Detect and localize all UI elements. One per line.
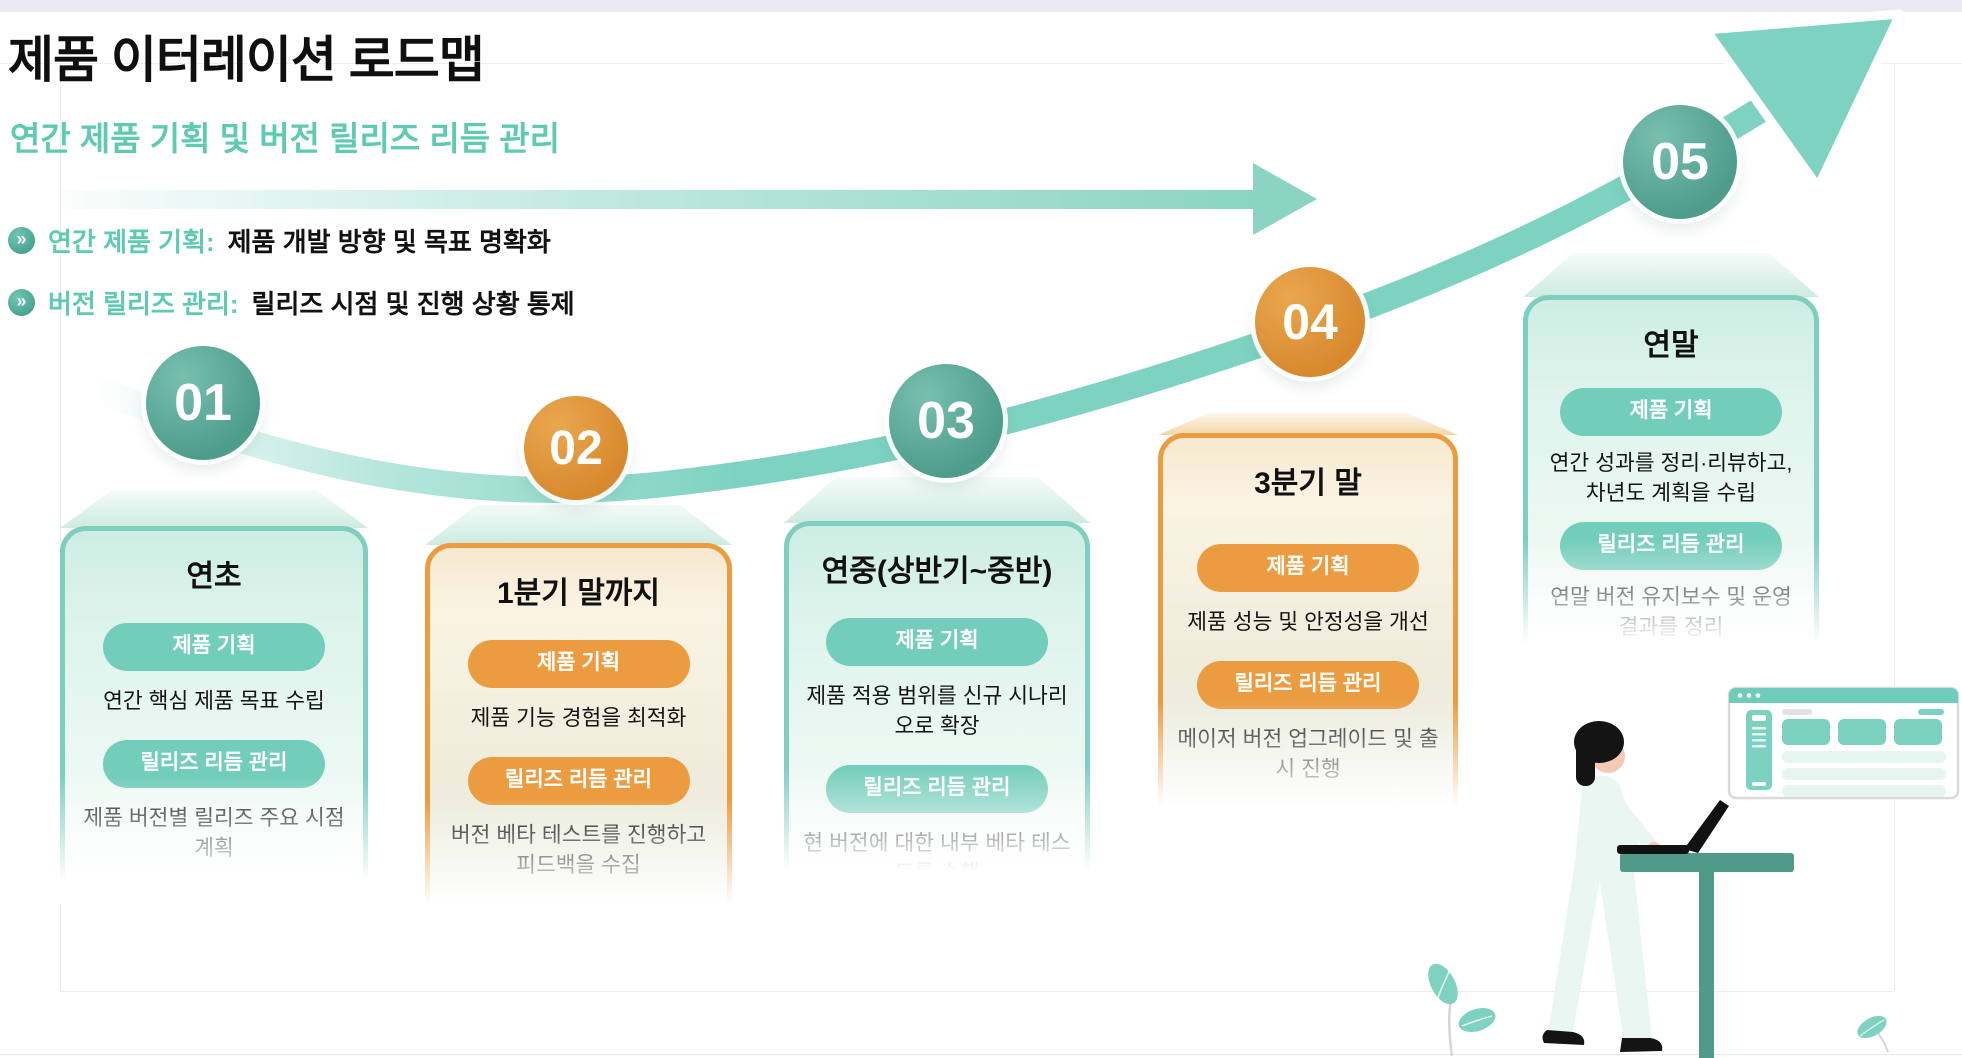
legend-text: 제품 개발 방향 및 목표 명확화: [227, 227, 551, 257]
tag-label: 릴리즈 리듬 관리: [1234, 671, 1382, 695]
legend-item-planning: » 연간 제품 기획: 제품 개발 방향 및 목표 명확화: [8, 222, 551, 259]
tag-pill-release-rhythm: 릴리즈 리듬 관리: [1197, 661, 1419, 710]
person-arm: [1607, 793, 1657, 852]
legend-item-release: » 버전 릴리즈 관리: 릴리즈 시점 및 진행 상황 통제: [8, 284, 575, 321]
card-period-title: 1분기 말까지: [496, 577, 661, 610]
card-desc: 제품 성능 및 안정성을 개선: [1187, 610, 1429, 634]
person-hair-side: [1576, 740, 1595, 786]
tag-label: 제품 기획: [536, 650, 621, 674]
tag-pill-release-rhythm: 릴리즈 리듬 관리: [1560, 522, 1782, 571]
tag-label: 릴리즈 리듬 관리: [140, 750, 288, 774]
laptop-screen: [1684, 800, 1729, 853]
double-chevron-right-icon: »: [8, 227, 35, 254]
double-chevron-right-icon: »: [8, 289, 35, 316]
decorative-arrow-band-head: [1253, 163, 1317, 235]
person-shoe-back: [1542, 1030, 1585, 1045]
card-desc: 제품 기능 경험을 최적화: [470, 706, 687, 730]
card-flap: [1523, 253, 1819, 297]
person-illustration: [1542, 721, 1794, 1058]
card-flap: [1158, 413, 1458, 435]
card-desc: 연간 핵심 제품 목표 수립: [103, 689, 325, 713]
step-circle-01: 01: [146, 346, 260, 460]
card-desc: 제품 적용 범위를 신규 시나리오로 확장: [806, 684, 1068, 739]
tag-pill-product-planning: 제품 기획: [1560, 388, 1782, 436]
plant-left: [1428, 963, 1496, 1057]
tag-pill-product-planning: 제품 기획: [1197, 544, 1419, 592]
card-flap: [784, 477, 1090, 523]
legend-label: 버전 릴리즈 관리:: [48, 289, 239, 319]
person-torso: [1575, 775, 1639, 866]
tag-pill-release-rhythm: 릴리즈 리듬 관리: [826, 765, 1048, 814]
page-bottom-line: [0, 1054, 1962, 1055]
card-desc: 버전 베타 테스트를 진행하고 피드백을 수집: [450, 823, 707, 878]
step-card-1: 연초 제품 기획 연간 핵심 제품 목표 수립 릴리즈 리듬 관리 제품 버전별…: [59, 490, 369, 904]
laptop-base: [1617, 845, 1689, 854]
desk-top: [1620, 853, 1794, 872]
step-circle-05: 05: [1623, 105, 1737, 219]
tag-label: 제품 기획: [1629, 398, 1713, 422]
legend-text: 릴리즈 시점 및 진행 상황 통제: [251, 289, 575, 319]
card-period-title: 연초: [186, 560, 242, 593]
step-circle-02: 02: [524, 396, 628, 500]
card-desc: 제품 버전별 릴리즈 주요 시점 계획: [83, 806, 345, 861]
card-period-title: 3분기 말: [1254, 467, 1362, 500]
tag-label: 릴리즈 리듬 관리: [863, 775, 1011, 799]
plant-right: [1857, 1015, 1889, 1053]
step-card-2: 1분기 말까지 제품 기획 제품 기능 경험을 최적화 릴리즈 리듬 관리 버전…: [424, 505, 733, 927]
tag-label: 제품 기획: [172, 633, 256, 657]
step-card-4: 3분기 말 제품 기획 제품 성능 및 안정성을 개선 릴리즈 리듬 관리 메이…: [1157, 413, 1459, 829]
tag-pill-product-planning: 제품 기획: [826, 618, 1048, 666]
tag-label: 제품 기획: [895, 628, 979, 652]
card-period-title: 연말: [1643, 329, 1699, 362]
arrow-head: [1701, 9, 1905, 192]
page-title: 제품 이터레이션 로드맵: [8, 32, 485, 88]
tag-label: 제품 기획: [1266, 554, 1350, 578]
tag-pill-product-planning: 제품 기획: [467, 640, 690, 688]
decorative-arrow-band: [60, 190, 1253, 209]
card-flap: [60, 490, 368, 528]
tag-pill-product-planning: 제품 기획: [103, 623, 325, 671]
top-window-strip: [0, 0, 1962, 12]
step-circle-03: 03: [889, 364, 1003, 478]
card-desc: 메이저 버전 업그레이드 및 출시 진행: [1177, 727, 1439, 782]
tag-pill-release-rhythm: 릴리즈 리듬 관리: [467, 757, 690, 806]
tag-pill-release-rhythm: 릴리즈 리듬 관리: [103, 740, 325, 789]
step-circle-04: 04: [1255, 267, 1365, 377]
top-guide-line: [0, 63, 1962, 64]
browser-window-illustration: [1727, 686, 1960, 800]
person-back-leg: [1548, 856, 1604, 1036]
tag-label: 릴리즈 리듬 관리: [1597, 532, 1745, 556]
step-card-5: 연말 제품 기획 연간 성과를 정리·리뷰하고, 차년도 계획을 수립 릴리즈 …: [1522, 253, 1820, 667]
legend-label: 연간 제품 기획:: [48, 227, 215, 257]
card-desc: 연말 버전 유지보수 및 운영 결과를 정리: [1550, 585, 1792, 640]
person-shoe-front: [1620, 1038, 1663, 1052]
page-subtitle: 연간 제품 기획 및 버전 릴리즈 리듬 관리: [10, 120, 560, 157]
desk-leg: [1699, 872, 1714, 1058]
slide-panel-border: [60, 63, 1895, 992]
step-card-3: 연중(상반기~중반) 제품 기획 제품 적용 범위를 신규 시나리오로 확장 릴…: [783, 477, 1091, 894]
card-flap: [425, 505, 732, 545]
card-desc: 연간 성과를 정리·리뷰하고, 차년도 계획을 수립: [1549, 451, 1793, 506]
card-desc: 현 버전에 대한 내부 베타 테스트를 수행: [803, 831, 1071, 886]
person-front-leg: [1596, 854, 1652, 1042]
card-period-title: 연중(상반기~중반): [821, 555, 1053, 588]
tag-label: 릴리즈 리듬 관리: [505, 767, 652, 791]
